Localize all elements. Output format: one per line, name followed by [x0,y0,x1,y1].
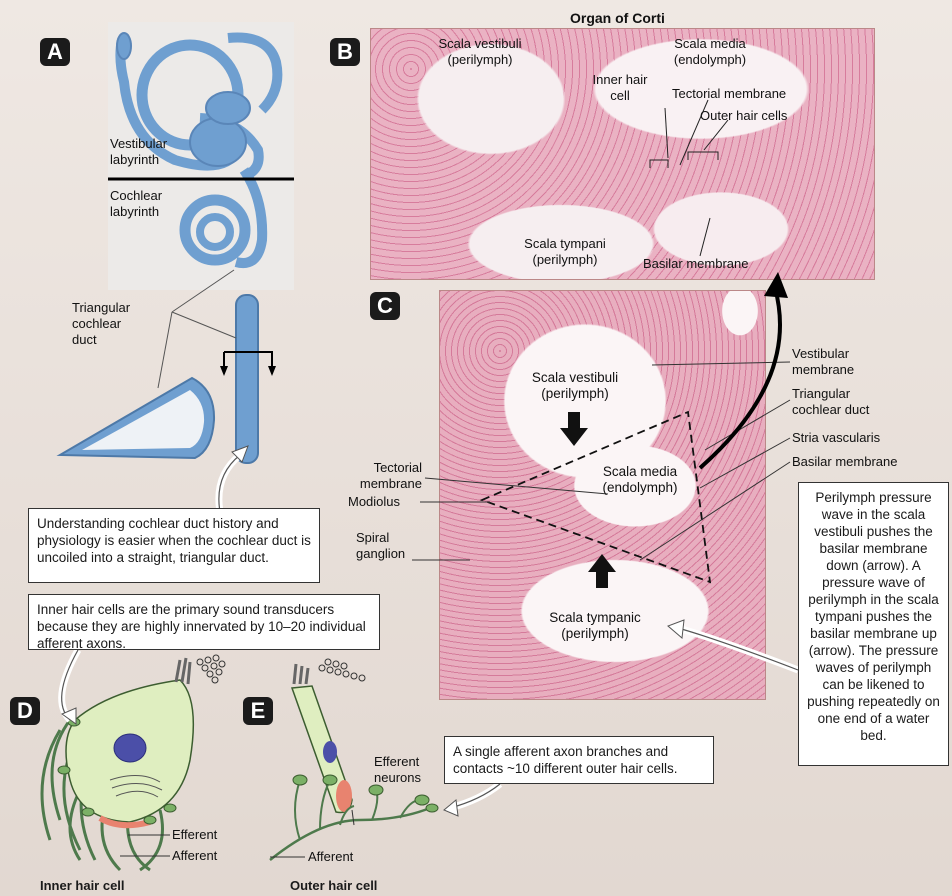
outer-hair-cell-illustration [269,658,439,861]
c-scala-media: Scala media(endolymph) [602,464,678,495]
a-explanation-box: Understanding cochlear duct history and … [28,508,320,583]
panel-label-d: D [10,697,40,725]
d-efferent-label: Efferent [172,827,218,842]
d-caption: Inner hair cell [40,878,125,893]
panel-label-b: B [330,38,360,66]
arrow-up [588,554,616,588]
c-modiolus: Modiolus [348,494,401,509]
panel-label-a: A [40,38,70,66]
c-scala-tympanic: Scala tympanic(perilymph) [549,610,641,641]
e-afferent-label: Afferent [308,849,354,864]
labyrinth-illustration [115,32,283,268]
b-tectorial-membrane: Tectorial membrane [672,86,787,101]
c-scala-vestibuli: Scala vestibuli(perilymph) [531,370,619,401]
panel-label-c: C [370,292,400,320]
e-explanation-box: A single afferent axon branches and cont… [444,736,714,784]
duct-cross-section [56,376,216,460]
straight-duct [235,294,259,464]
panel-label-e: E [243,697,273,725]
b-outer-hair-cells: Outer hair cells [700,108,788,123]
inner-hair-cell-illustration [40,654,226,872]
d-explanation-box: Inner hair cells are the primary sound t… [28,594,380,651]
c-explanation-box: Perilymph pressure wave in the scala ves… [798,482,949,766]
c-stria-vascularis: Stria vascularis [792,430,881,445]
d-afferent-label: Afferent [172,848,218,863]
organ-of-corti-title: Organ of Corti [570,10,665,26]
b-scala-tympani: Scala tympani(perilymph) [524,236,606,267]
duct-outline-dashed [479,410,712,584]
b-scala-vestibuli: Scala vestibuli(perilymph) [438,36,522,67]
c-basilar-membrane: Basilar membrane [792,454,898,469]
histology-b [370,28,875,280]
arrow-c-to-b [698,287,782,470]
b-basilar-membrane: Basilar membrane [643,256,749,271]
arrow-down [560,412,588,446]
e-caption: Outer hair cell [290,878,378,893]
b-scala-media: Scala media(endolymph) [673,36,747,67]
